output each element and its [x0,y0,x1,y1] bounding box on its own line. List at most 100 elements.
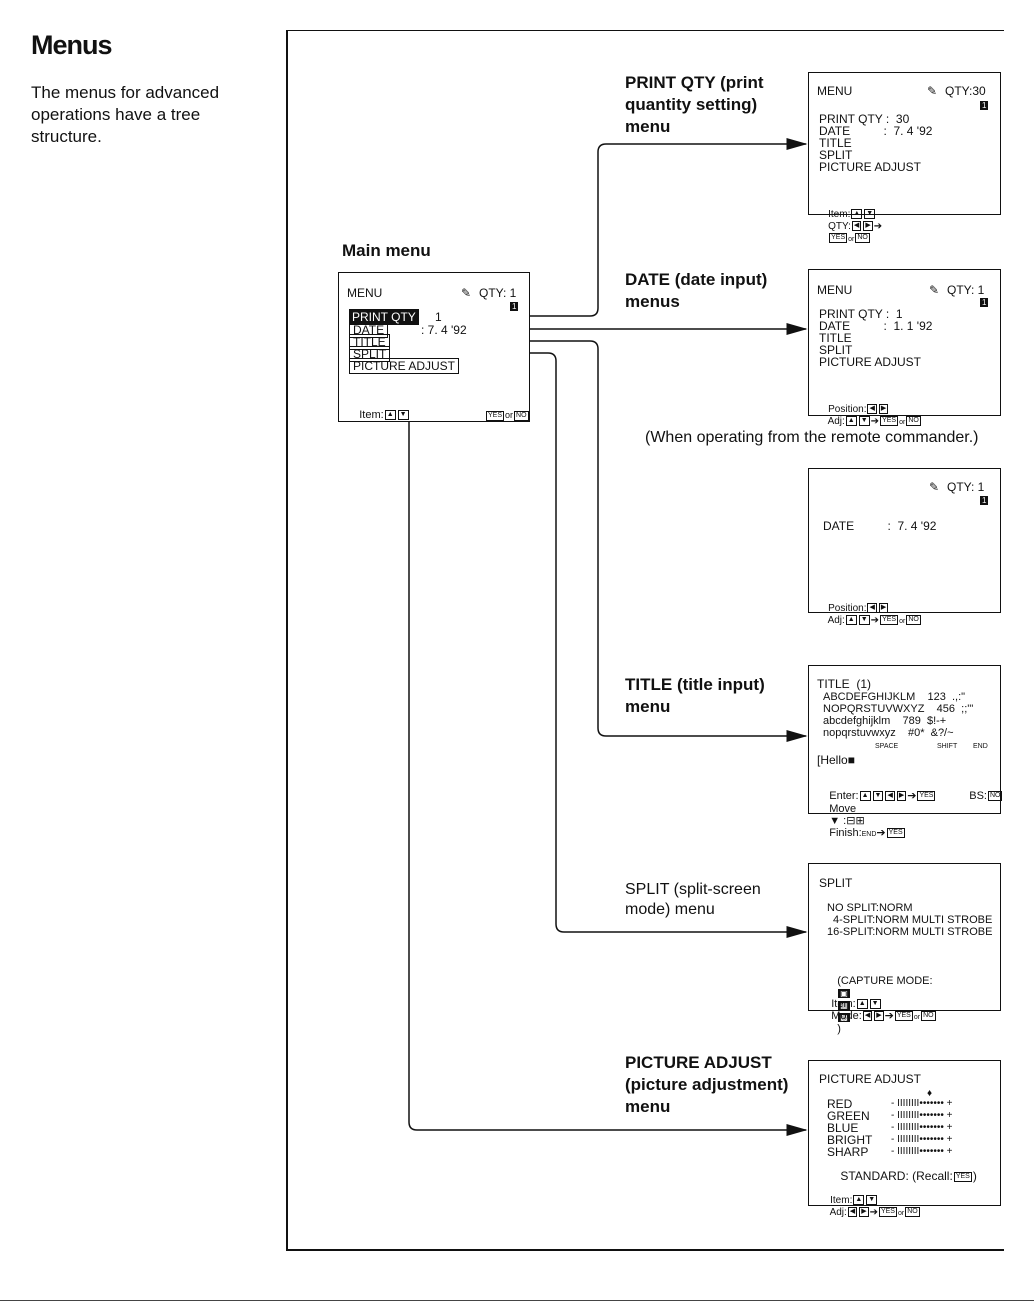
up-key-icon: ▲ [384,410,396,421]
date-remote-qty-icon: 1 [980,496,989,506]
split-option-row[interactable]: 4-SPLIT:NORM MULTI STROBE [833,914,993,926]
main-menu-title: MENU [347,286,383,300]
arrow-icon: ➔ [870,416,880,427]
down-key-icon: ▼ [869,999,881,1010]
main-menu-item-title[interactable]: TITLE [349,334,390,350]
print-qty-qty-icon: 1 [980,101,989,111]
yes-key-icon: YES [886,828,905,839]
right-key-icon: ▶ [896,791,907,802]
title-finish-end: END [861,831,877,838]
down-key-icon: ▼ [866,1195,878,1206]
date-menu-title: MENU [817,283,853,297]
up-key-icon: ▲ [856,999,868,1010]
diagram-frame [286,30,1004,1251]
split-option-row[interactable]: NO SPLIT:NORM [827,902,913,914]
date-menu-line: PRINT QTY : 1 [819,307,903,321]
picture-adjust-title: PICTURE ADJUST [819,1072,922,1086]
title-move-label: Move [829,803,857,815]
level-marker-icon: ♦ [927,1088,933,1099]
split-capture-label: (CAPTURE MODE: [837,975,933,987]
title-char-row[interactable]: ABCDEFGHIJKLM 123 .,:" [823,691,966,703]
main-menu-print-qty-value: 1 [435,310,442,324]
picture-adjust-standard: STANDARD: (Recall: [840,1169,953,1183]
print-qty-line: TITLE [819,136,852,150]
date-footer-adj: Adj: [827,416,845,427]
right-key-icon: ▶ [874,1011,884,1022]
remote-note: (When operating from the remote commande… [645,429,979,446]
print-qty-screen: MENU ✎ QTY:30 1 PRINT QTY : 30 DATE : 7.… [808,72,1001,244]
adjust-slider[interactable]: - IIIIIIII••••••• + [891,1110,953,1121]
split-option-row[interactable]: 16-SPLIT:NORM MULTI STROBE [827,926,993,938]
connector-picture-adjust [408,370,808,1136]
print-qty-footer-qty: QTY: [828,221,851,232]
title-shift-key[interactable]: SHIFT [937,743,958,750]
main-menu-qty-icon: 1 [510,302,519,312]
or-label: or [848,236,855,243]
adjust-row-label: RED [827,1097,853,1111]
title-char-row[interactable]: abcdefghijklm 789 $!-+ [823,715,947,727]
yes-key-icon: YES [880,615,899,626]
printer-icon: ✎ [927,84,938,98]
up-key-icon: ▲ [845,416,857,427]
right-key-icon: ▶ [878,404,889,415]
main-menu-item-picture-adjust[interactable]: PICTURE ADJUST [349,358,460,374]
main-menu-item-date[interactable]: DATE [349,322,389,338]
title-char-row[interactable]: nopqrstuvwxyz #0* &?/~ [823,727,954,739]
or-label: or [899,419,906,426]
arrow-icon: ➔ [873,221,883,232]
print-qty-line: DATE : 7. 4 '92 [819,124,933,138]
connector-print-qty [424,138,808,317]
main-menu-qty: QTY: 1 [479,286,517,300]
main-menu-caption: Main menu [342,241,431,260]
cursor-move-icon: ▼ [829,815,841,827]
title-end-key[interactable]: END [973,743,988,750]
picture-adjust-footer-item: Item: [830,1195,853,1206]
date-menu-line: TITLE [819,331,852,345]
print-qty-title: MENU [817,84,853,98]
down-key-icon: ▼ [872,791,884,802]
printer-icon: ✎ [929,480,940,494]
up-key-icon: ▲ [859,791,871,802]
capture-4-icon: ▦ [838,1000,850,1010]
date-footer-position: Position: [828,404,867,415]
picture-adjust-standard-end: ) [972,1169,977,1183]
title-finish-label: Finish: [829,827,862,839]
picture-adjust-footer-adj: Adj: [829,1207,847,1218]
yes-key-icon: YES [878,1207,897,1218]
print-qty-caption: PRINT QTY (print quantity setting) menu [625,73,764,136]
adjust-slider[interactable]: - IIIIIIII••••••• + [891,1134,953,1145]
title-char-row[interactable]: NOPQRSTUVWXYZ 456 ;;'" [823,703,974,715]
arrow-icon: ➔ [907,790,917,802]
or-label: or [897,1210,905,1217]
adjust-slider[interactable]: - IIIIIIII••••••• + [891,1098,953,1109]
adjust-row-label: BLUE [827,1121,859,1135]
no-key-icon: NO [855,233,870,244]
main-menu-item-split[interactable]: SPLIT [349,346,391,362]
date-remote-footer-position: Position: [828,603,867,614]
date-screen: MENU ✎ QTY: 1 1 PRINT QTY : 1 DATE : 1. … [808,269,1001,427]
adjust-slider[interactable]: - IIIIIIII••••••• + [891,1122,953,1133]
picture-adjust-caption: PICTURE ADJUST (picture adjustment) menu [625,1053,789,1116]
right-key-icon: ▶ [859,1207,869,1218]
connector-split [390,352,808,938]
title-input-value[interactable]: [Hello [817,753,848,767]
down-key-icon: ▼ [397,410,409,421]
adjust-slider[interactable]: - IIIIIIII••••••• + [891,1146,953,1157]
date-caption: DATE (date input) menus [625,270,768,311]
up-key-icon: ▲ [845,615,857,626]
title-space-key[interactable]: SPACE [875,743,899,750]
left-key-icon: ◀ [867,404,877,415]
main-menu-item-print-qty[interactable]: PRINT QTY [349,309,419,325]
down-key-icon: ▼ [858,615,870,626]
no-key-icon: NO [921,1011,936,1022]
date-menu-line: DATE : 1. 1 '92 [819,319,933,333]
title-caption: TITLE (title input) menu [625,675,765,716]
picture-adjust-screen: PICTURE ADJUST RED GREEN BLUE BRIGHT SHA… [808,1060,1001,1218]
title-screen: TITLE (1) ABCDEFGHIJKLM 123 .,:" NOPQRST… [808,665,1003,839]
main-menu-date-value: : 7. 4 '92 [421,323,467,337]
page-title: Menus [31,30,113,60]
print-qty-qty: QTY:30 [945,84,986,98]
main-menu-footer-or: or [505,410,514,420]
no-key-icon: NO [987,791,1003,802]
connector-title [390,340,808,742]
